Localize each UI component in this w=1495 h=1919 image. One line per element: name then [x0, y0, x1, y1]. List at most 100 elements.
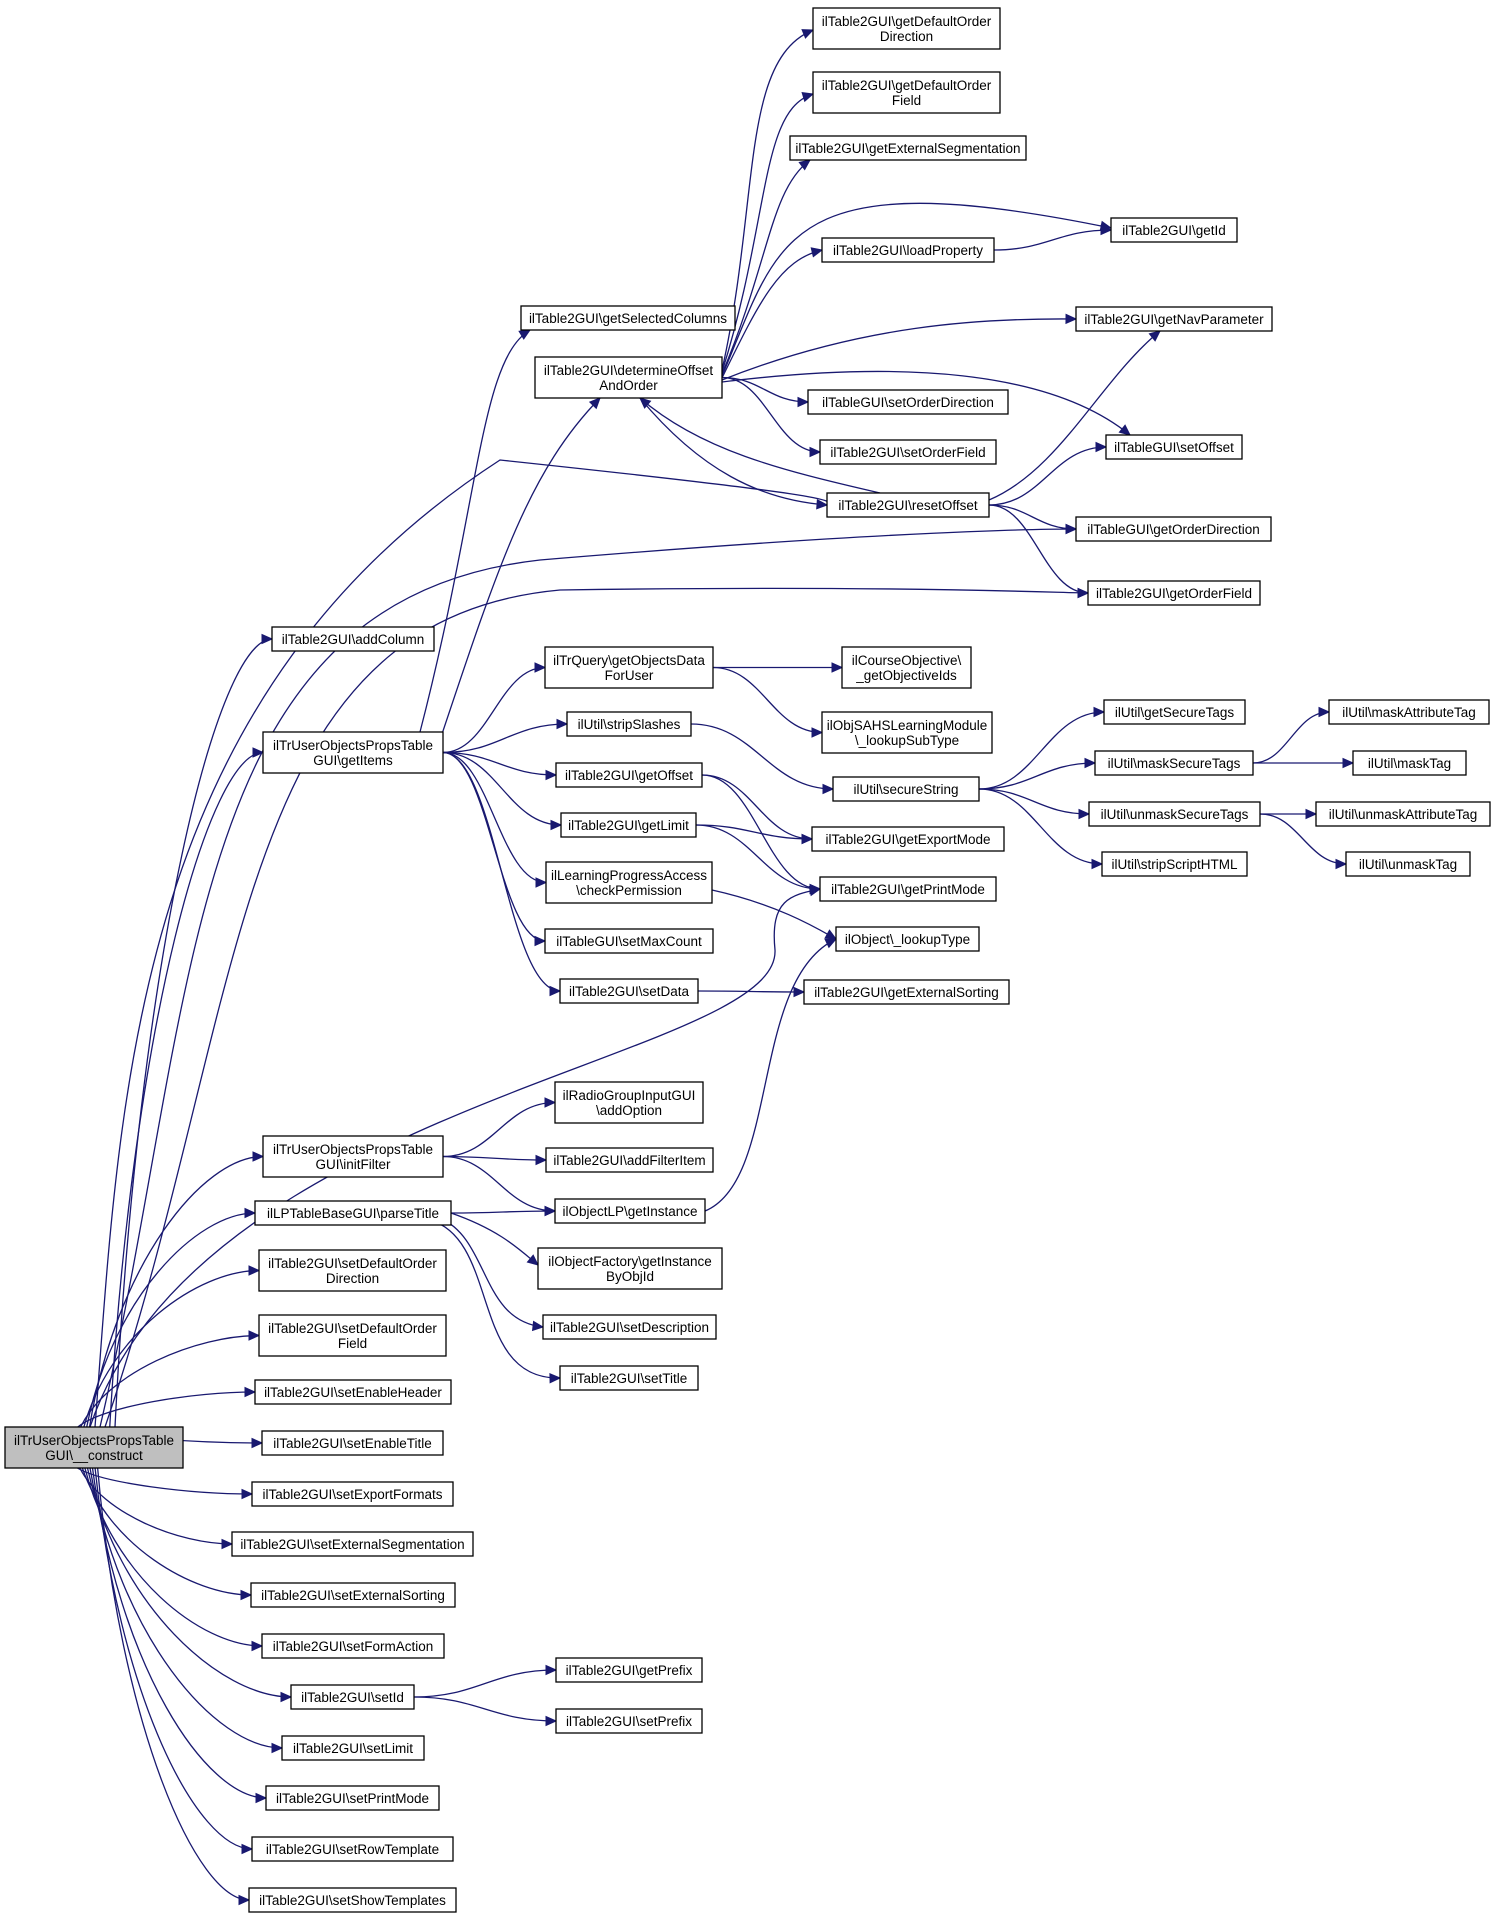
node-maskAttributeTag[interactable]: ilUtil\maskAttributeTag [1328, 699, 1490, 725]
edge-determineOffsetAndOrder-to-setOrderDirection [721, 376, 810, 408]
node-setExternalSegmentation[interactable]: ilTable2GUI\setExternalSegmentation [231, 1531, 474, 1557]
edge-line [988, 504, 1089, 594]
node-parseTitle[interactable]: ilLPTableBaseGUI\parseTitle [254, 1200, 452, 1226]
edge-determineOffsetAndOrder-to-setOffset [721, 370, 1131, 436]
arrowhead [252, 1151, 265, 1162]
edge-line [413, 1669, 557, 1698]
node-label: ilUtil\stripScriptHTML [1111, 857, 1238, 872]
node-unmaskAttributeTag[interactable]: ilUtil\unmaskAttributeTag [1315, 801, 1491, 827]
node-setRowTemplate[interactable]: ilTable2GUI\setRowTemplate [251, 1836, 454, 1862]
node-setOrderDirection[interactable]: ilTableGUI\setOrderDirection [807, 389, 1009, 415]
node-getId[interactable]: ilTable2GUI\getId [1110, 217, 1238, 243]
arrowhead [241, 1488, 254, 1500]
arrowhead [534, 935, 547, 947]
node-setData[interactable]: ilTable2GUI\setData [559, 978, 699, 1004]
node-box [251, 1481, 454, 1507]
arrowhead [535, 1154, 548, 1166]
node-unmaskTag[interactable]: ilUtil\unmaskTag [1345, 851, 1471, 877]
node-setEnableTitle[interactable]: ilTable2GUI\setEnableTitle [261, 1430, 444, 1456]
node-label: AndOrder [599, 378, 658, 393]
node-lookupSubType[interactable]: ilObjSAHSLearningModule\_lookupSubType [821, 711, 993, 754]
edge-root-to-setShowTemplates [96, 1467, 251, 1906]
node-box [821, 711, 993, 754]
node-loadProperty[interactable]: ilTable2GUI\loadProperty [821, 237, 995, 263]
node-label: ilTable2GUI\getExternalSegmentation [795, 141, 1020, 156]
edge-line [721, 93, 814, 373]
node-label: Direction [326, 1271, 379, 1286]
node-getOrderDirection[interactable]: ilTableGUI\getOrderDirection [1075, 516, 1272, 542]
node-getOrderField[interactable]: ilTable2GUI\getOrderField [1087, 580, 1261, 606]
node-getPrintMode[interactable]: ilTable2GUI\getPrintMode [819, 876, 997, 902]
edge-stripSlashes-to-secureString [690, 723, 835, 795]
node-addColumn[interactable]: ilTable2GUI\addColumn [271, 626, 435, 652]
node-setDescription[interactable]: ilTable2GUI\setDescription [542, 1314, 717, 1340]
node-box [803, 979, 1010, 1005]
node-getInstance[interactable]: ilObjectLP\getInstance [554, 1198, 706, 1224]
node-addOption[interactable]: ilRadioGroupInputGUI\addOption [554, 1081, 704, 1124]
node-setPrintMode[interactable]: ilTable2GUI\setPrintMode [265, 1785, 440, 1811]
arrowhead [1335, 858, 1348, 870]
node-lookupType[interactable]: ilObject\_lookupType [835, 926, 980, 952]
node-setExportFormats[interactable]: ilTable2GUI\setExportFormats [251, 1481, 454, 1507]
node-box [555, 762, 703, 788]
node-checkPermission[interactable]: ilLearningProgressAccess\checkPermission [545, 861, 713, 904]
node-resetOffset[interactable]: ilTable2GUI\resetOffset [826, 492, 990, 518]
edge-line [721, 376, 821, 453]
node-unmaskSecureTags[interactable]: ilUtil\unmaskSecureTags [1088, 801, 1261, 827]
node-setOffset[interactable]: ilTableGUI\setOffset [1105, 434, 1243, 460]
node-getObjectiveIds[interactable]: ilCourseObjective\_getObjectiveIds [841, 646, 972, 689]
arrowhead [801, 833, 814, 845]
edge-line [84, 1467, 263, 1647]
node-setFormAction[interactable]: ilTable2GUI\setFormAction [261, 1633, 445, 1659]
node-label: ilTrUserObjectsPropsTable [14, 1433, 174, 1448]
node-getExternalSorting[interactable]: ilTable2GUI\getExternalSorting [803, 979, 1010, 1005]
node-getNavParameter[interactable]: ilTable2GUI\getNavParameter [1075, 306, 1273, 332]
node-setId[interactable]: ilTable2GUI\setId [290, 1684, 415, 1710]
arrowhead [816, 498, 829, 510]
node-setMaxCount[interactable]: ilTableGUI\setMaxCount [544, 928, 714, 954]
node-getExternalSegmentation[interactable]: ilTable2GUI\getExternalSegmentation [789, 135, 1027, 161]
node-stripSlashes[interactable]: ilUtil\stripSlashes [566, 711, 692, 737]
node-getSecureTags[interactable]: ilUtil\getSecureTags [1103, 699, 1246, 725]
edge-line [442, 1101, 556, 1158]
edge-line [109, 751, 264, 1428]
node-label: ilTable2GUI\getPrintMode [831, 882, 985, 897]
node-maskSecureTags[interactable]: ilUtil\maskSecureTags [1094, 750, 1254, 776]
edge-line [450, 1210, 556, 1214]
node-getPrefix[interactable]: ilTable2GUI\getPrefix [555, 1657, 703, 1683]
node-getLimit[interactable]: ilTable2GUI\getLimit [560, 812, 697, 838]
node-box [560, 812, 697, 838]
arrowhead [545, 769, 558, 781]
node-setShowTemplates[interactable]: ilTable2GUI\setShowTemplates [248, 1887, 457, 1913]
node-maskTag[interactable]: ilUtil\maskTag [1352, 750, 1467, 776]
node-label: ilTable2GUI\resetOffset [838, 498, 978, 513]
node-setLimit[interactable]: ilTable2GUI\setLimit [281, 1735, 425, 1761]
node-setPrefix[interactable]: ilTable2GUI\setPrefix [555, 1708, 703, 1734]
node-setExternalSorting[interactable]: ilTable2GUI\setExternalSorting [250, 1582, 456, 1608]
node-getOffset[interactable]: ilTable2GUI\getOffset [555, 762, 703, 788]
node-getExportMode[interactable]: ilTable2GUI\getExportMode [811, 826, 1005, 852]
node-secureString[interactable]: ilUtil\secureString [832, 776, 980, 802]
node-getSelectedColumns[interactable]: ilTable2GUI\getSelectedColumns [520, 305, 736, 331]
arrowhead [549, 985, 562, 997]
node-setOrderField[interactable]: ilTable2GUI\setOrderField [819, 439, 997, 465]
node-setTitle[interactable]: ilTable2GUI\setTitle [559, 1365, 699, 1391]
node-setEnableHeader[interactable]: ilTable2GUI\setEnableHeader [254, 1379, 452, 1405]
node-addFilterItem[interactable]: ilTable2GUI\addFilterItem [545, 1147, 714, 1173]
node-label: ilTable2GUI\setFormAction [273, 1639, 434, 1654]
edge-secureString-to-unmaskSecureTags [978, 788, 1091, 820]
node-label: ilTable2GUI\setPrintMode [276, 1791, 429, 1806]
node-label: ilTable2GUI\getDefaultOrder [822, 14, 992, 29]
node-stripScriptHTML[interactable]: ilUtil\stripScriptHTML [1101, 851, 1248, 877]
node-box [254, 1200, 452, 1226]
